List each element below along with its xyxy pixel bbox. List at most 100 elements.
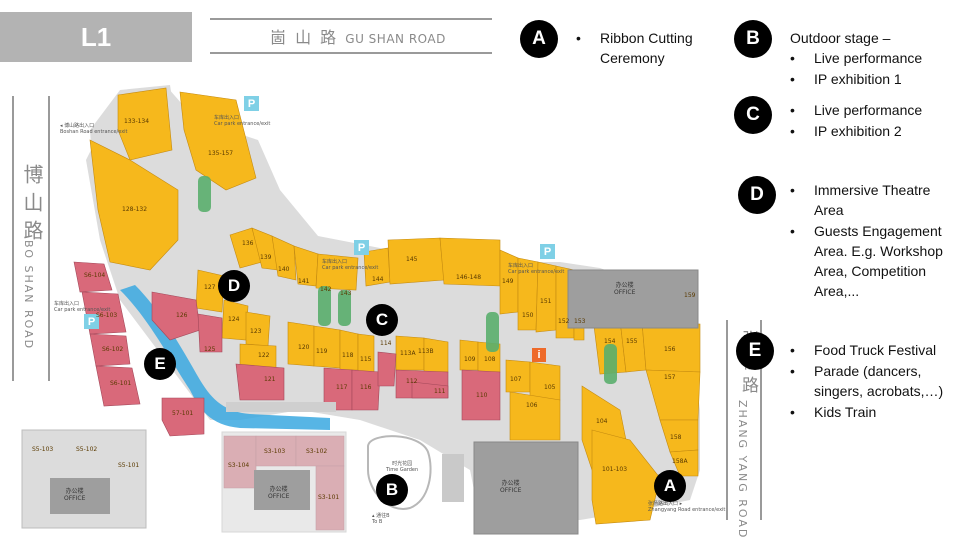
unit-s6-102 [89, 333, 131, 367]
road-edge-top-lower [210, 52, 492, 54]
garden-zh: 时光花园 [392, 461, 413, 467]
parking-sign: P [244, 96, 259, 111]
escalator-142a [318, 286, 331, 326]
unit-101-103 [591, 429, 661, 525]
floor-tab[interactable]: L1 [0, 12, 192, 62]
legend-badge-e: E [736, 332, 774, 370]
map-marker-a[interactable]: A [654, 470, 686, 502]
map-marker-d[interactable]: D [218, 270, 250, 302]
map-marker-e[interactable]: E [144, 348, 176, 380]
legend-c-item: IP exhibition 2 [790, 121, 960, 141]
office-zh: 办公楼 [615, 282, 634, 289]
annex-s5-office [50, 478, 110, 514]
legend-b-item: Live performance [790, 48, 960, 68]
unit-125 [197, 313, 223, 353]
carpark-en: Car park entrance/exit [214, 121, 271, 127]
carpark-zh: 车库出入口 [508, 263, 534, 269]
escalator-149 [486, 312, 499, 352]
carpark-zh: 车库出入口 [322, 259, 348, 265]
office-en: OFFICE [268, 493, 290, 500]
unit-116 [351, 369, 381, 411]
parking-sign: P [84, 314, 99, 329]
unit-119 [313, 325, 341, 369]
legend-e-item: Kids Train [790, 402, 955, 422]
unit-140 [271, 235, 297, 281]
unit-123 [245, 311, 271, 347]
office-right [567, 269, 699, 329]
unit-128 [89, 139, 179, 271]
map-marker-b[interactable]: B [376, 474, 408, 506]
unit-142-143 [315, 253, 359, 291]
carpark-en: Car park entrance/exit [508, 269, 565, 275]
unit-113b [423, 337, 449, 373]
to-b-en: To B [372, 519, 383, 525]
office-zh: 办公楼 [269, 486, 288, 493]
carpark-en: Car park entrance/exit [322, 265, 379, 271]
legend-b-item: IP exhibition 1 [790, 69, 960, 89]
unit-133 [117, 87, 173, 161]
parking-sign: P [540, 244, 555, 259]
unit-111 [411, 381, 449, 399]
road-label-zhangyang-en: ZHANG YANG ROAD [736, 400, 749, 540]
unit-114 [377, 351, 397, 387]
escalator-154 [604, 344, 617, 384]
unit-124 [221, 299, 249, 341]
unit-145 [387, 237, 445, 285]
unit-s6-101 [95, 365, 141, 407]
unit-109 [459, 339, 479, 371]
unit-106 [509, 391, 561, 441]
stairs [442, 454, 464, 502]
unit-118 [339, 329, 359, 371]
unit-121 [235, 363, 285, 401]
legend-c-item: Live performance [790, 100, 960, 120]
legend-badge-d: D [738, 176, 776, 214]
unit-146 [439, 237, 501, 287]
office-zh: 办公楼 [501, 480, 520, 487]
entrance-zh: 张杨路出入口 [648, 501, 679, 507]
entrance-zh: 博山路出入口 [64, 123, 95, 129]
road-label-gushan-zh: 崮 山 路 [270, 28, 339, 47]
map-marker-c[interactable]: C [366, 304, 398, 336]
unit-105 [529, 361, 561, 401]
legend-e: Food Truck Festival Parade (dancers, sin… [790, 340, 955, 423]
parking-sign: P [354, 240, 369, 255]
legend-a-item: Ribbon Cutting Ceremony [576, 28, 716, 68]
road-edge-right-outer [760, 320, 762, 520]
legend-c: Live performance IP exhibition 2 [790, 100, 960, 142]
road-label-boshan-zh: 博山路 [20, 164, 44, 248]
unit-57-101 [161, 397, 205, 437]
carpark-zh: 车库出入口 [54, 301, 80, 307]
unit-107 [505, 359, 531, 393]
entrance-en: Zhangyang Road entrance/exit [648, 507, 726, 513]
office-en: OFFICE [500, 487, 522, 494]
office-en: OFFICE [64, 495, 86, 502]
unit-120 [287, 321, 315, 367]
road-label-gushan-en: GU SHAN ROAD [345, 32, 446, 46]
legend-badge-b: B [734, 20, 772, 58]
unit-158a [669, 449, 699, 477]
legend-badge-a: A [520, 20, 558, 58]
annex-s3-office [254, 470, 310, 510]
escalator-142b [338, 290, 351, 326]
water-channel [120, 285, 330, 430]
legend-e-item: Food Truck Festival [790, 340, 955, 360]
road-edge-left-inner [48, 96, 50, 381]
unit-127 [195, 269, 225, 313]
garden-en: Time Garden [386, 467, 419, 473]
legend-a: Ribbon Cutting Ceremony [576, 28, 716, 69]
unit-113a [395, 335, 425, 371]
road-label-boshan-en: BO SHAN ROAD [22, 240, 35, 351]
entrance-en: Boshan Road entrance/exit [60, 129, 128, 135]
legend-b: Outdoor stage – Live performance IP exhi… [790, 28, 960, 90]
